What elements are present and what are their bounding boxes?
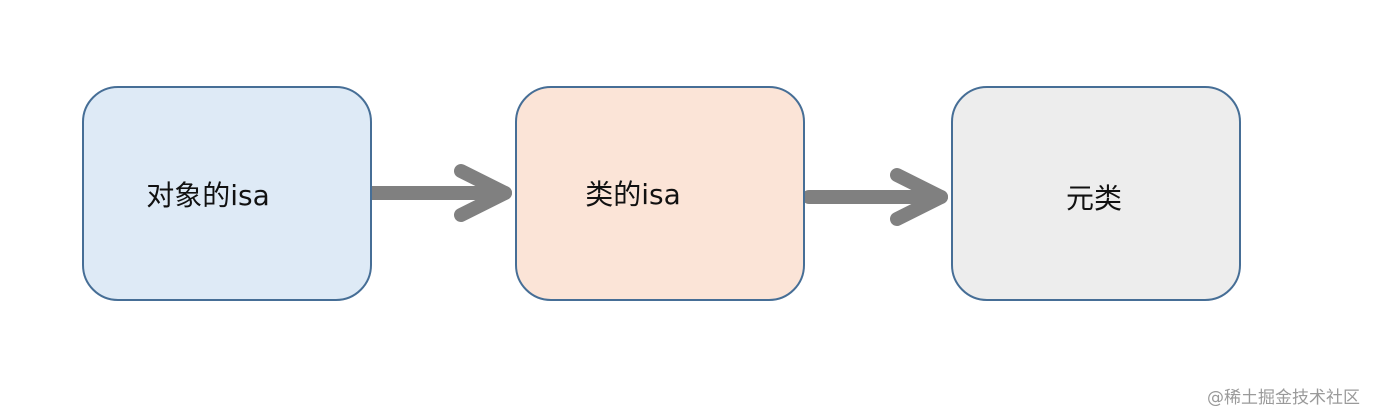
class-isa-node: 类的isa [515, 86, 805, 301]
metaclass-label: 元类 [1065, 181, 1122, 215]
object-isa-label: 对象的isa [146, 178, 270, 212]
metaclass-node: 元类 [951, 86, 1241, 301]
arrow-object-to-class [365, 164, 512, 222]
arrow-class-to-metaclass [802, 168, 948, 226]
class-isa-label: 类的isa [585, 177, 681, 211]
object-isa-node: 对象的isa [82, 86, 372, 301]
watermark-text: @稀土掘金技术社区 [1207, 388, 1360, 408]
